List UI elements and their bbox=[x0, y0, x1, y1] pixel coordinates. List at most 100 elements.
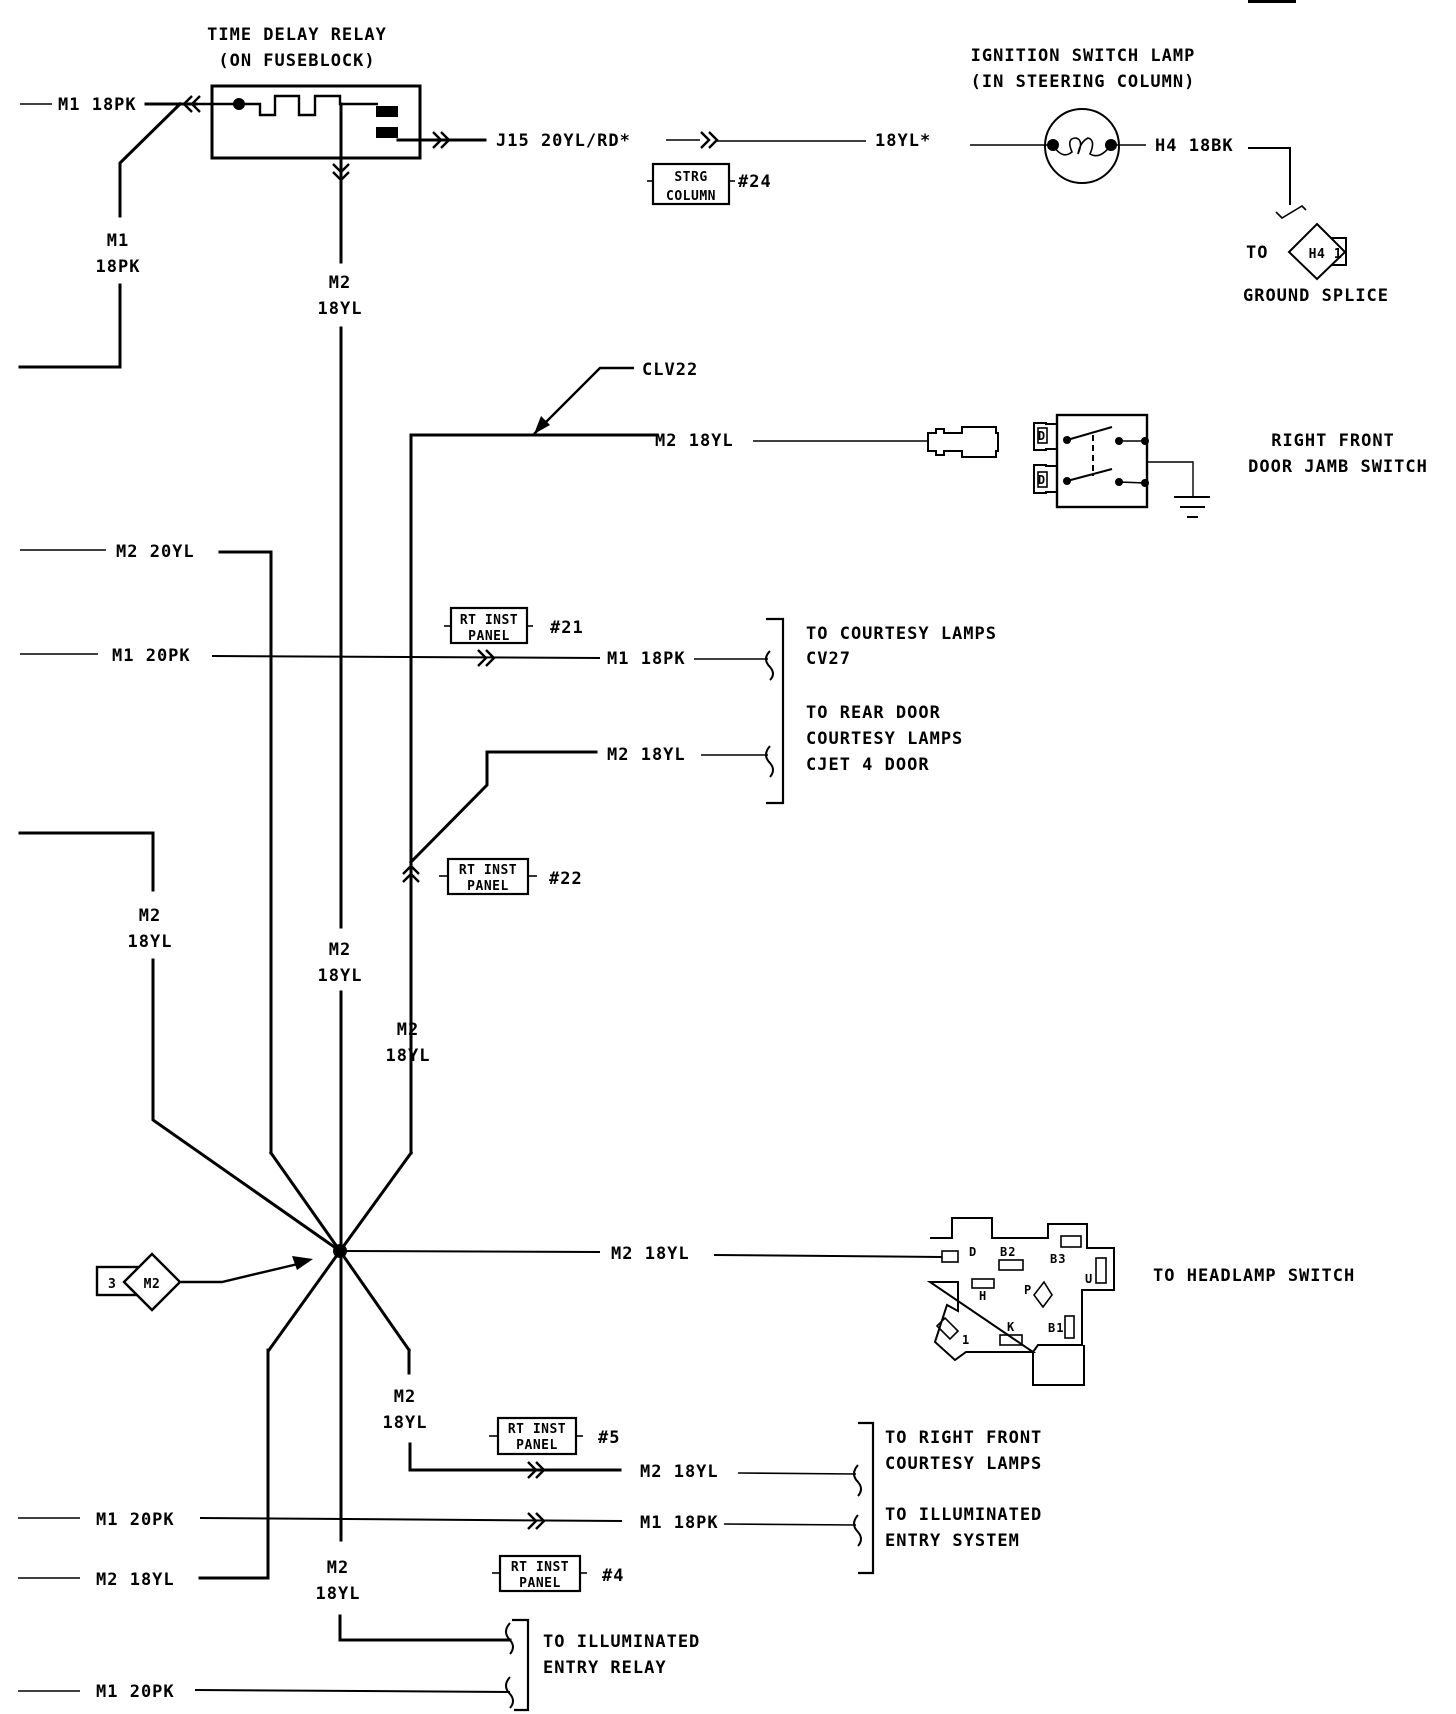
destination-illuminated-entry-system: TO ILLUMINATED ENTRY SYSTEM bbox=[885, 1505, 1042, 1551]
switch-label: DOOR JAMB SWITCH bbox=[1248, 457, 1428, 477]
corner-mark bbox=[1248, 0, 1296, 3]
destination-courtesy-lamps: TO COURTESY LAMPS CV27 bbox=[806, 624, 997, 669]
pointer-arrow-icon bbox=[534, 416, 550, 434]
connector-rt-inst-5: RT INST PANEL #5 bbox=[489, 1416, 619, 1456]
ground-splice-label: GROUND SPLICE bbox=[1243, 286, 1389, 306]
lamp-filament-icon bbox=[1052, 137, 1112, 157]
wire-label-18yl-star: 18YL* bbox=[875, 131, 931, 151]
wire-break-icon bbox=[1275, 204, 1307, 220]
switch-body bbox=[1055, 413, 1149, 509]
svg-text:CJET 4 DOOR: CJET 4 DOOR bbox=[806, 755, 930, 775]
wire-end-icon bbox=[853, 1464, 862, 1497]
headlamp-switch[interactable]: D B2 B3 U H P 1 K B1 TO HEADLAMP SWITCH bbox=[926, 1217, 1355, 1386]
svg-text:COURTESY LAMPS: COURTESY LAMPS bbox=[885, 1454, 1042, 1474]
relay-title: TIME DELAY RELAY bbox=[207, 25, 387, 45]
wire-label-h4-18bk: H4 18BK bbox=[1155, 136, 1234, 156]
wire-label-m2-18yl-door: M2 18YL bbox=[655, 431, 734, 451]
connector-label: PANEL bbox=[519, 1576, 561, 1591]
splice-star bbox=[266, 1150, 414, 1353]
wire-label: 18YL bbox=[383, 1413, 428, 1433]
svg-text:P: P bbox=[1024, 1283, 1032, 1297]
wire-label-j15: J15 20YL/RD* bbox=[496, 131, 631, 151]
ground-splice[interactable]: TO H4 1 GROUND SPLICE bbox=[1243, 222, 1389, 306]
splice-id: H4 bbox=[1309, 247, 1326, 262]
destination-rf-courtesy: TO RIGHT FRONT COURTESY LAMPS bbox=[885, 1428, 1042, 1474]
pointer-arrow-icon bbox=[292, 1256, 313, 1270]
connector-rt-inst-4: RT INST PANEL #4 bbox=[492, 1554, 623, 1593]
wire-end-icon bbox=[765, 745, 774, 778]
connector-label: PANEL bbox=[516, 1438, 558, 1453]
connector-arrow-icon bbox=[527, 1461, 546, 1479]
svg-text:TO ILLUMINATED: TO ILLUMINATED bbox=[885, 1505, 1042, 1525]
svg-text:U: U bbox=[1085, 1272, 1093, 1286]
wire-end-icon bbox=[765, 650, 774, 681]
wire-label-m2-18yl-lower-left: M2 18YL bbox=[96, 1570, 175, 1590]
svg-text:TO COURTESY LAMPS: TO COURTESY LAMPS bbox=[806, 624, 997, 644]
wire-m2-20yl bbox=[218, 550, 273, 1155]
svg-text:COURTESY LAMPS: COURTESY LAMPS bbox=[806, 729, 963, 749]
headlamp-switch-body bbox=[926, 1217, 1115, 1386]
wire-label: 18YL bbox=[318, 966, 363, 986]
lamp-bulb-icon bbox=[1044, 108, 1120, 184]
destination-rear-door: TO REAR DOOR COURTESY LAMPS CJET 4 DOOR bbox=[806, 703, 963, 775]
time-delay-relay[interactable]: TIME DELAY RELAY (ON FUSEBLOCK) bbox=[196, 25, 422, 160]
connector-label: RT INST bbox=[508, 1422, 566, 1437]
ground-splice-to: TO bbox=[1246, 243, 1268, 263]
splice-diamond-icon bbox=[1287, 222, 1347, 281]
wire-label-clv22: CLV22 bbox=[642, 360, 698, 380]
door-switch-plug-icon bbox=[927, 426, 999, 458]
wire-label-m2-18yl-rear: M2 18YL bbox=[607, 745, 686, 765]
connector-label: RT INST bbox=[460, 613, 518, 628]
connector-number: #21 bbox=[550, 618, 584, 638]
splice-m2-tag[interactable]: 3 M2 bbox=[95, 1252, 182, 1312]
wire-label-m1-18pk-courtesy: M1 18PK bbox=[607, 649, 686, 669]
wire-label-m2-18yl-headlamp: M2 18YL bbox=[611, 1244, 690, 1264]
splice-id: M2 bbox=[144, 1277, 161, 1292]
ground-symbol-icon bbox=[1174, 496, 1210, 518]
wire-label: 18YL bbox=[318, 299, 363, 319]
wire-label: 18YL bbox=[316, 1584, 361, 1604]
switch-label: RIGHT FRONT bbox=[1271, 431, 1395, 451]
svg-text:ENTRY RELAY: ENTRY RELAY bbox=[543, 1658, 667, 1678]
svg-text:TO RIGHT FRONT: TO RIGHT FRONT bbox=[885, 1428, 1042, 1448]
ignition-switch-lamp[interactable]: IGNITION SWITCH LAMP (IN STEERING COLUMN… bbox=[971, 46, 1196, 184]
connector-label: PANEL bbox=[467, 879, 509, 894]
relay-contact-1 bbox=[376, 106, 398, 117]
wire-label-m1-20pk-bottom: M1 20PK bbox=[96, 1682, 175, 1702]
connector-arrow-icon bbox=[477, 649, 496, 667]
connector-label: STRG bbox=[674, 170, 707, 185]
relay-subtitle: (ON FUSEBLOCK) bbox=[218, 51, 375, 71]
wire-label: 18YL bbox=[128, 932, 173, 952]
connector-rt-inst-22: RT INST PANEL #22 bbox=[439, 857, 582, 896]
wire-end-icon bbox=[505, 1622, 514, 1655]
destination-illuminated-entry-relay: TO ILLUMINATED ENTRY RELAY bbox=[543, 1632, 699, 1678]
terminal-label: D bbox=[1038, 429, 1046, 443]
connector-label: PANEL bbox=[468, 629, 510, 644]
destination-bracket bbox=[512, 1618, 530, 1712]
wire-label: 18YL bbox=[386, 1046, 431, 1066]
connector-arrow-icon bbox=[432, 131, 451, 149]
connector-label: COLUMN bbox=[666, 189, 716, 204]
svg-text:K: K bbox=[1007, 1320, 1015, 1334]
connector-label: RT INST bbox=[459, 863, 517, 878]
splice-pin: 3 bbox=[108, 1277, 116, 1292]
wire-label-m2-18yl-rf: M2 18YL bbox=[640, 1462, 719, 1482]
terminal-label: D bbox=[1038, 473, 1046, 487]
wire-m2-clv22 bbox=[409, 433, 657, 1155]
wire-label-m1-18pk-top: M1 18PK bbox=[58, 95, 137, 115]
wire-label-m1-18pk-entry: M1 18PK bbox=[640, 1513, 719, 1533]
wire-label: M1 bbox=[107, 231, 129, 251]
wire-label: M2 bbox=[394, 1387, 416, 1407]
svg-text:ENTRY SYSTEM: ENTRY SYSTEM bbox=[885, 1531, 1020, 1551]
relay-heater-element bbox=[196, 94, 378, 117]
connector-rt-inst-21: RT INST PANEL #21 bbox=[444, 606, 584, 645]
connector-arrow-icon bbox=[182, 95, 201, 113]
connector-label: RT INST bbox=[511, 1560, 569, 1575]
svg-text:1: 1 bbox=[962, 1333, 970, 1347]
right-front-door-jamb-switch[interactable]: D D RIGHT FRONT DOOR JAMB SWITCH bbox=[1033, 413, 1428, 518]
wire-label-m2-20yl: M2 20YL bbox=[116, 542, 195, 562]
connector-arrow-icon bbox=[402, 864, 420, 883]
lamp-title: IGNITION SWITCH LAMP bbox=[971, 46, 1196, 66]
destination-bracket bbox=[766, 617, 785, 805]
svg-text:B2: B2 bbox=[1000, 1245, 1016, 1259]
